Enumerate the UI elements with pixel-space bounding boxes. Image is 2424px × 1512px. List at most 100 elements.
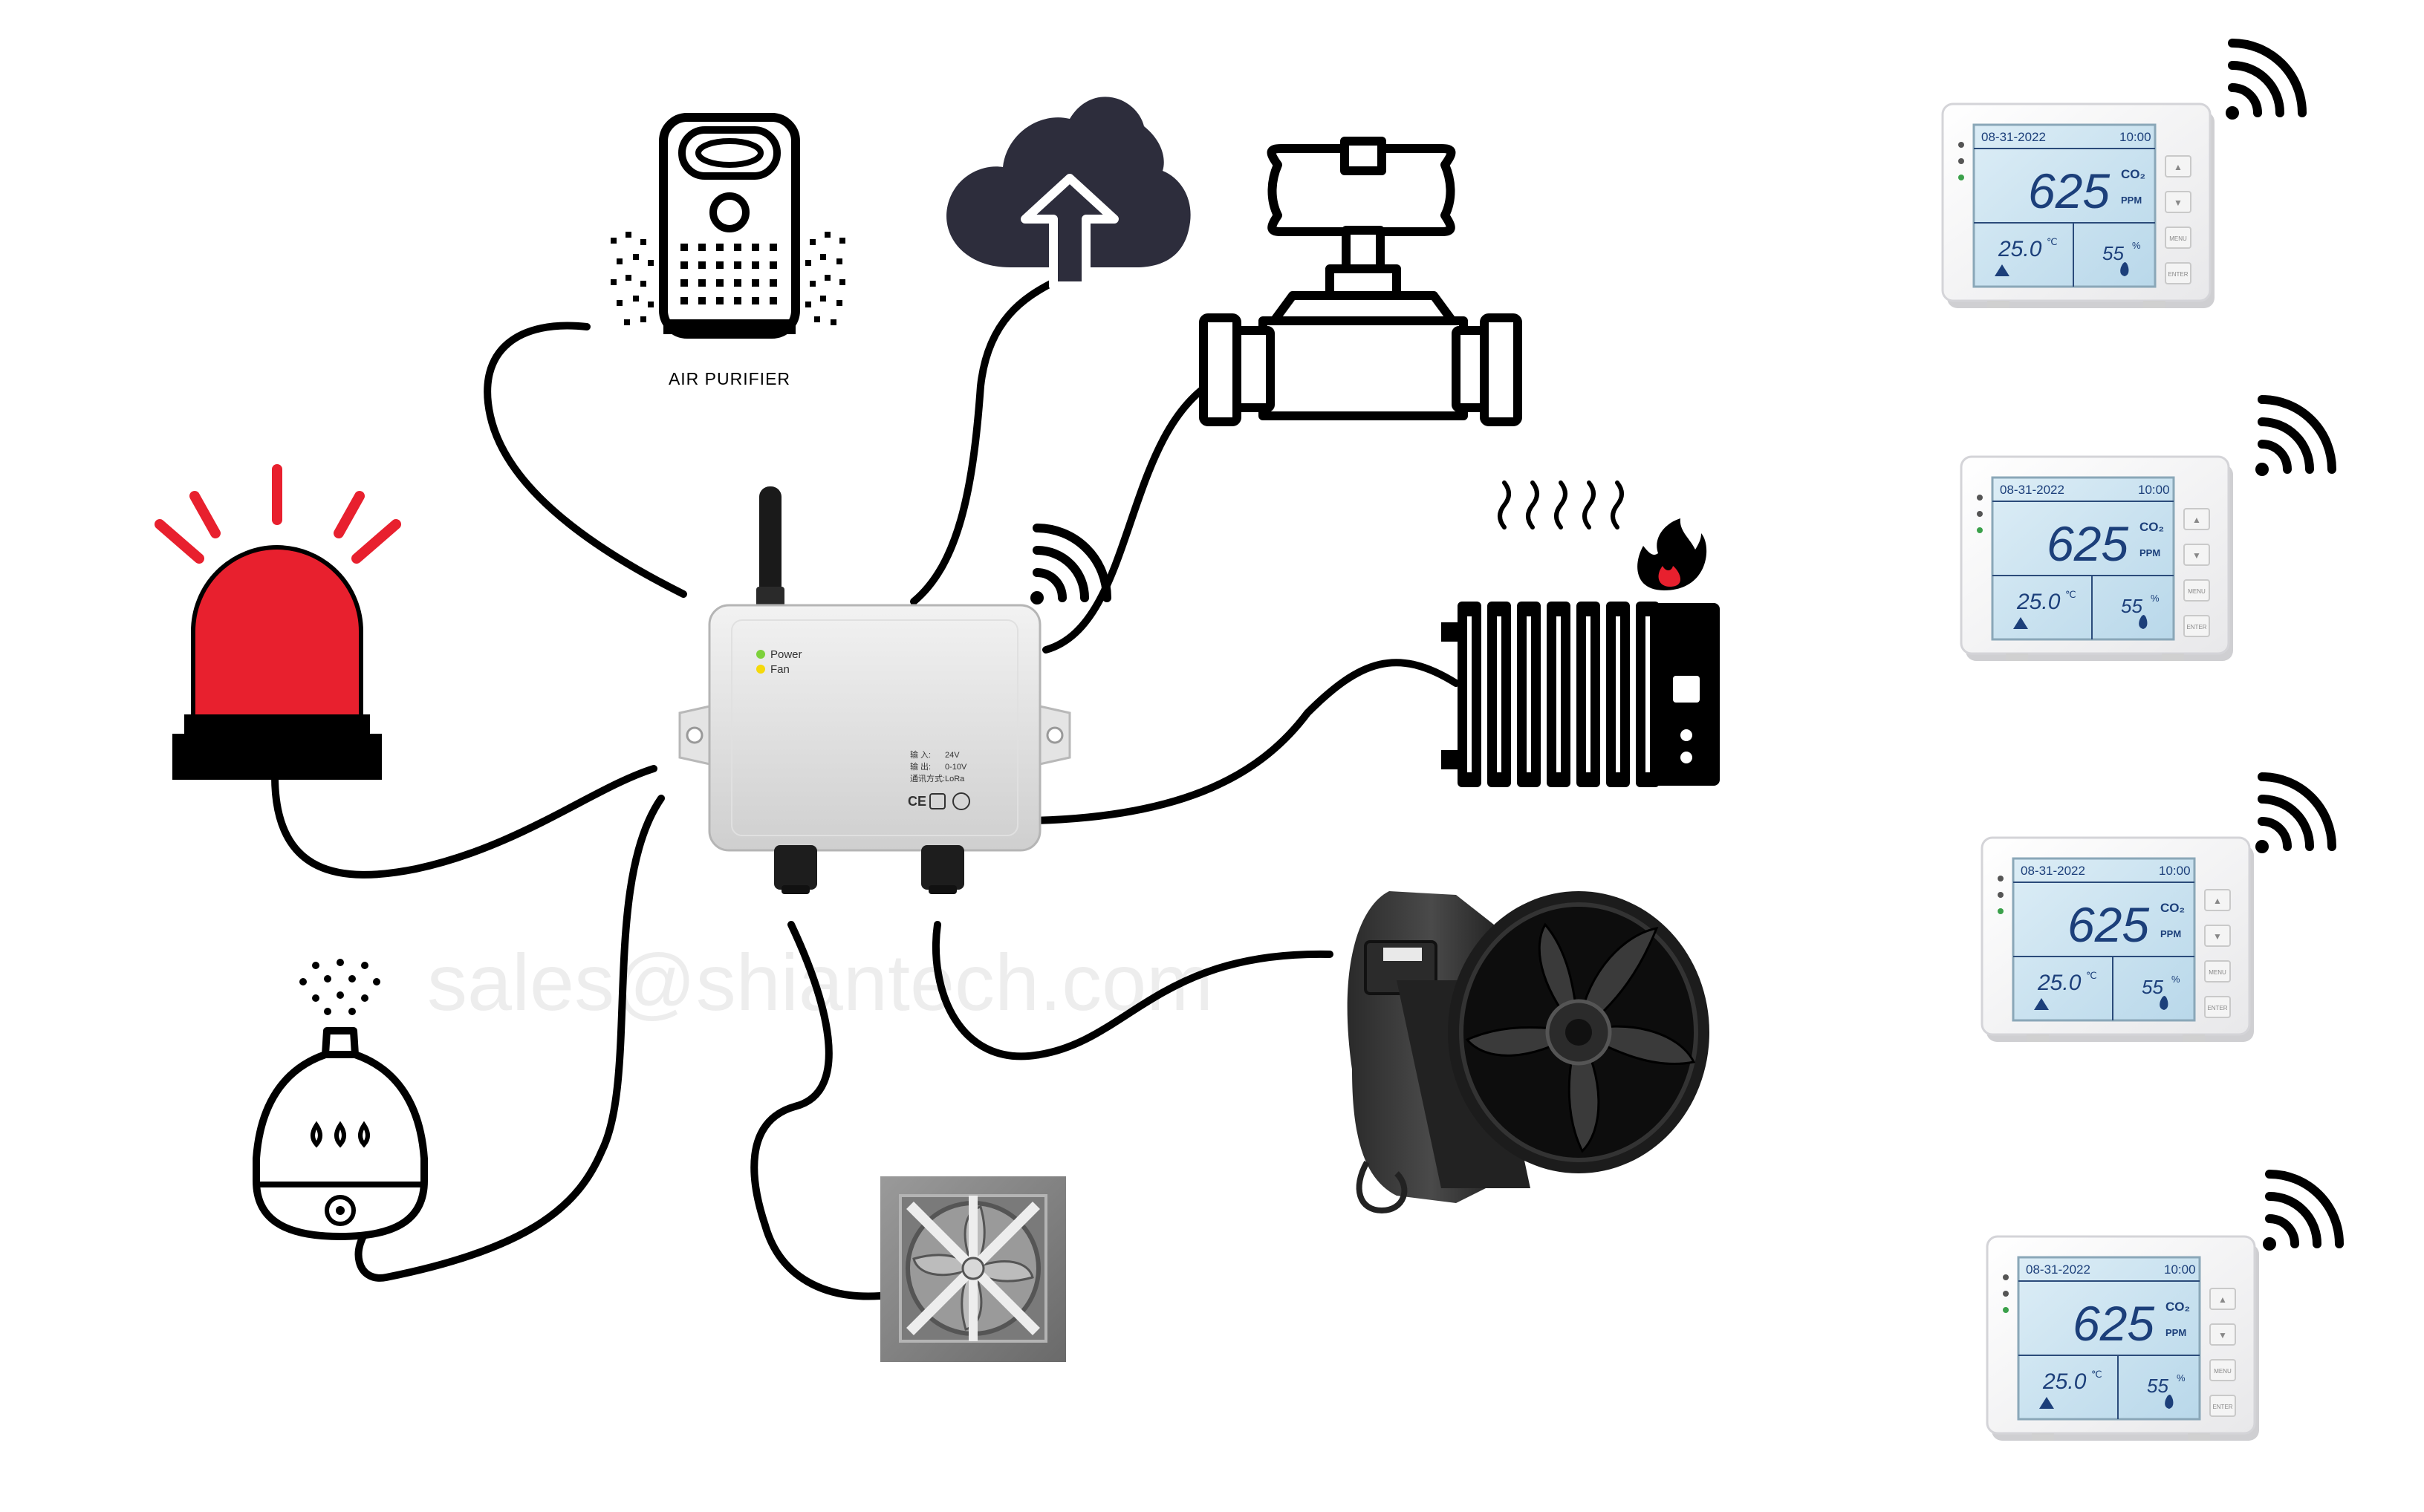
co2-unit: PPM xyxy=(2160,928,2181,939)
spec-comm-key: 通讯方式: xyxy=(910,773,945,783)
humidity-unit: % xyxy=(2151,593,2160,604)
monitor-time: 10:00 xyxy=(2119,130,2151,144)
cable-vent xyxy=(750,921,884,1300)
menu-button: MENU xyxy=(2188,588,2206,595)
cloud-upload-icon xyxy=(946,97,1191,290)
cable-heater xyxy=(1029,659,1460,824)
co2-monitor: 08-31-2022 10:00 625 CO₂ PPM 25.0 ℃ 55 %… xyxy=(1981,836,2255,1043)
menu-button: MENU xyxy=(2169,235,2187,242)
cable-gland-left xyxy=(774,845,817,890)
humidity-value: 55 xyxy=(2102,242,2124,264)
temperature-unit: ℃ xyxy=(2086,970,2097,981)
down-button: ▼ xyxy=(2213,931,2222,942)
menu-button: MENU xyxy=(2214,1368,2232,1375)
alarm-dome xyxy=(191,545,363,719)
alarm-light-icon xyxy=(155,464,401,780)
co2-value: 625 xyxy=(2067,897,2149,952)
cable-valve xyxy=(1042,375,1222,654)
cables xyxy=(271,278,1460,1300)
co2-label: CO₂ xyxy=(2165,1300,2190,1314)
co2-label: CO₂ xyxy=(2121,167,2145,181)
heater-icon xyxy=(1441,480,1720,787)
co2-label: CO₂ xyxy=(2139,520,2164,534)
exhaust-vent-icon xyxy=(880,1176,1066,1362)
humidity-unit: % xyxy=(2132,240,2141,251)
cable-air-purifier xyxy=(484,322,687,598)
wifi-signal-icon xyxy=(2226,43,2302,120)
spec-comm-value: LoRa xyxy=(945,775,965,783)
spec-output-value: 0-10V xyxy=(945,763,967,772)
enter-button: ENTER xyxy=(2186,624,2206,630)
co2-monitor: 08-31-2022 10:00 625 CO₂ PPM 25.0 ℃ 55 %… xyxy=(1941,102,2216,310)
temperature-value: 25.0 xyxy=(2042,1369,2087,1394)
up-button: ▲ xyxy=(2218,1294,2227,1305)
spec-input-value: 24V xyxy=(945,751,960,760)
enter-button: ENTER xyxy=(2168,271,2188,278)
cable-inline-fan xyxy=(932,921,1333,1060)
down-button: ▼ xyxy=(2218,1330,2227,1340)
humidity-unit: % xyxy=(2171,974,2180,985)
co2-unit: PPM xyxy=(2165,1327,2186,1338)
temperature-unit: ℃ xyxy=(2047,236,2058,247)
led-power-icon xyxy=(756,650,765,659)
humidifier-icon xyxy=(253,959,428,1240)
flame-icon xyxy=(1637,518,1707,590)
wifi-signal-icon xyxy=(2255,777,2332,853)
humidity-unit: % xyxy=(2177,1372,2186,1384)
lora-controller[interactable]: Power Fan 输 入: 24V 输 出: 0-10V 通讯方式: LoRa… xyxy=(678,486,1071,894)
co2-unit: PPM xyxy=(2139,547,2160,558)
alarm-base xyxy=(172,734,382,780)
co2-label: CO₂ xyxy=(2160,901,2185,915)
airflow-dots-right xyxy=(805,232,845,325)
water-drops xyxy=(311,1121,370,1148)
co2-monitor: 08-31-2022 10:00 625 CO₂ PPM 25.0 ℃ 55 %… xyxy=(1960,455,2235,662)
antenna xyxy=(759,486,782,609)
controller-body xyxy=(708,604,1042,852)
cert-icon xyxy=(929,793,946,809)
ce-mark: CE xyxy=(908,794,926,809)
heat-waves xyxy=(1498,480,1624,529)
up-button: ▲ xyxy=(2174,162,2183,172)
airflow-dots-left xyxy=(611,232,654,325)
down-button: ▼ xyxy=(2174,198,2183,208)
temperature-unit: ℃ xyxy=(2065,589,2076,600)
inline-duct-fan-icon xyxy=(1347,891,1709,1214)
cable-humidifier xyxy=(354,795,665,1282)
monitor-date: 08-31-2022 xyxy=(2026,1262,2090,1277)
cable-cloud xyxy=(910,278,1057,605)
menu-button: MENU xyxy=(2209,969,2226,976)
humidity-value: 55 xyxy=(2147,1375,2168,1397)
co2-unit: PPM xyxy=(2121,195,2142,206)
enter-button: ENTER xyxy=(2212,1404,2232,1410)
enter-button: ENTER xyxy=(2207,1005,2227,1011)
purifier-grille xyxy=(680,244,777,304)
air-purifier-label: AIR PURIFIER xyxy=(669,369,790,388)
co2-value: 625 xyxy=(2047,516,2128,571)
wifi-signal-icon xyxy=(1030,528,1107,605)
led-fan-icon xyxy=(756,665,765,674)
temperature-value: 25.0 xyxy=(2016,590,2061,614)
led-fan-label: Fan xyxy=(770,663,790,676)
temperature-unit: ℃ xyxy=(2091,1369,2102,1380)
humidity-value: 55 xyxy=(2121,595,2142,617)
valve-icon xyxy=(1199,137,1522,426)
humidity-value: 55 xyxy=(2142,976,2163,998)
temperature-value: 25.0 xyxy=(2037,971,2082,995)
wifi-signal-icon xyxy=(2255,400,2332,476)
spec-output-key: 输 出: xyxy=(910,761,931,772)
monitor-date: 08-31-2022 xyxy=(2000,483,2064,497)
monitor-date: 08-31-2022 xyxy=(1981,130,2046,144)
temperature-value: 25.0 xyxy=(1998,237,2042,261)
up-button: ▲ xyxy=(2192,515,2201,525)
air-purifier-icon xyxy=(611,113,845,339)
wifi-signal-icon xyxy=(2263,1174,2339,1251)
alarm-rays xyxy=(155,464,401,564)
monitor-time: 10:00 xyxy=(2164,1262,2196,1277)
compliance-icon xyxy=(952,792,970,810)
down-button: ▼ xyxy=(2192,550,2201,561)
co2-monitor: 08-31-2022 10:00 625 CO₂ PPM 25.0 ℃ 55 %… xyxy=(1986,1235,2261,1442)
watermark: sales@shiantech.com xyxy=(427,937,1213,1027)
monitor-time: 10:00 xyxy=(2138,483,2170,497)
spec-input-key: 输 入: xyxy=(910,749,931,760)
